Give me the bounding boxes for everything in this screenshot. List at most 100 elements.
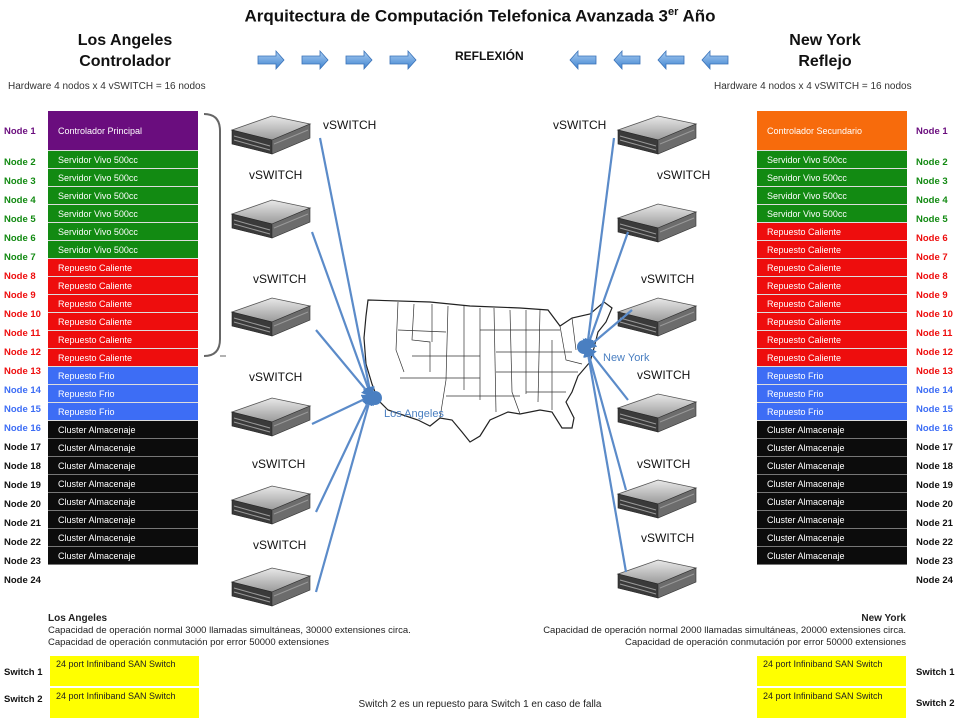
node-label: Node 9 [916,290,948,301]
node-box: Repuesto Caliente [48,313,198,331]
server-icon [230,115,312,155]
switch-1-label-left: Switch 1 [4,667,43,678]
node-label: Node 10 [916,309,953,320]
node-box: Cluster Almacenaje [757,439,907,457]
arrow-to-los-angeles [315,329,373,398]
node-box: Controlador Secundario [757,111,907,151]
site-role: Controlador [79,53,171,70]
los-angeles-map-label: Los Angeles [384,408,444,420]
reflection-arrow [257,49,285,71]
node-label: Node 5 [4,214,36,225]
vswitch-label: vSWITCH [641,272,695,286]
node-label: Node 16 [4,423,41,434]
server-icon [616,479,698,519]
node-box: Repuesto Caliente [48,259,198,277]
vswitch-label: vSWITCH [641,531,695,545]
node-label: Node 19 [4,480,41,491]
vswitch-label: vSWITCH [657,168,711,182]
server-icon [616,393,698,433]
capacity-failover: Capacidad de operación conmutación por e… [48,637,329,648]
node-label: Node 22 [4,537,41,548]
node-box: Cluster Almacenaje [757,493,907,511]
vswitch-label: vSWITCH [553,118,607,132]
arrow-to-new-york [585,309,633,350]
node-label: Node 22 [916,537,953,548]
switch-2-box-left: 24 port Infiniband SAN Switch [50,688,199,718]
node-box: Cluster Almacenaje [48,421,198,439]
reflection-arrow [657,49,685,71]
node-label: Node 15 [916,404,953,415]
node-box: Repuesto Frio [757,403,907,421]
node-label: Node 23 [916,556,953,567]
vswitch-label: vSWITCH [249,370,303,384]
node-label: Node 20 [4,499,41,510]
node-label: Node 11 [916,328,953,339]
node-box: Cluster Almacenaje [48,547,198,565]
hardware-left: Hardware 4 nodos x 4 vSWITCH = 16 nodos [8,81,206,92]
node-box: Cluster Almacenaje [757,511,907,529]
node-box: Repuesto Frio [48,385,198,403]
page-title: Arquitectura de Computación Telefonica A… [244,6,716,26]
node-label: Node 20 [916,499,953,510]
reflection-label: REFLEXIÓN [455,49,524,63]
new-york-capacity: New York Capacidad de operación normal 2… [470,613,906,649]
vswitch-label: vSWITCH [253,272,307,286]
node-box: Servidor Vivo 500cc [757,151,907,169]
vswitch-label: vSWITCH [637,368,691,382]
node-box: Repuesto Frio [757,385,907,403]
los-angeles-capacity: Los Angeles Capacidad de operación norma… [48,613,488,649]
node-label: Node 18 [4,461,41,472]
switch-2-label-left: Switch 2 [4,694,43,705]
node-box: Cluster Almacenaje [757,529,907,547]
node-box: Cluster Almacenaje [48,457,198,475]
arrow-to-new-york [582,137,616,351]
capacity-heading: Los Angeles [48,613,108,624]
vswitch-label: vSWITCH [252,457,306,471]
site-role: Reflejo [798,53,852,70]
arrow-to-los-angeles [310,231,374,399]
node-label: Node 15 [4,404,41,415]
node-box: Repuesto Caliente [757,349,907,367]
node-label: Node 4 [916,195,948,206]
node-label: Node 24 [916,575,953,586]
usa-map [363,299,613,443]
node-box: Repuesto Frio [757,367,907,385]
node-box: Servidor Vivo 500cc [757,169,907,187]
capacity-heading: New York [861,613,906,624]
arrow-to-los-angeles [318,137,375,399]
node-box: Cluster Almacenaje [757,457,907,475]
node-box: Cluster Almacenaje [48,529,198,547]
hardware-right: Hardware 4 nodos x 4 vSWITCH = 16 nodos [714,81,912,92]
server-icon [230,485,312,525]
connection-arrows [310,137,633,593]
node-box: Repuesto Caliente [757,331,907,349]
bracket [203,113,226,357]
vswitch-label: vSWITCH [249,168,303,182]
node-box: Servidor Vivo 500cc [48,187,198,205]
node-box: Repuesto Frio [48,367,198,385]
node-box: Repuesto Caliente [757,223,907,241]
node-box: Repuesto Caliente [757,241,907,259]
node-label: Node 13 [916,366,953,377]
switch-2-label-right: Switch 2 [916,698,955,709]
server-icon [616,203,698,243]
node-box: Cluster Almacenaje [757,547,907,565]
node-box: Repuesto Caliente [48,295,198,313]
server-icon [230,199,312,239]
arrow-to-los-angeles [311,394,373,425]
node-label: Node 16 [916,423,953,434]
reflection-arrow [301,49,329,71]
node-box: Cluster Almacenaje [48,475,198,493]
node-label: Node 3 [4,176,36,187]
node-box: Servidor Vivo 500cc [48,241,198,259]
arrow-to-new-york [584,345,628,491]
reflection-arrow [389,49,417,71]
node-box: Controlador Principal [48,111,198,151]
switch-1-box-left: 24 port Infiniband SAN Switch [50,656,199,686]
